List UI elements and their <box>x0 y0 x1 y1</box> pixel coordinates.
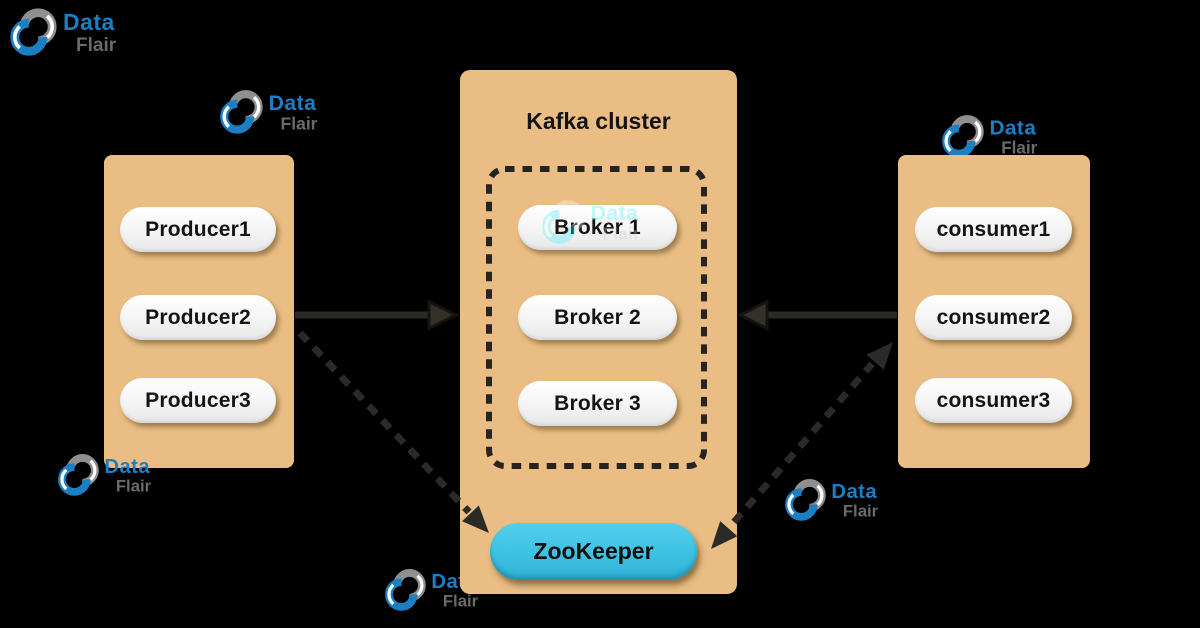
dataflair-logo-icon <box>220 90 263 134</box>
dataflair-logo-icon <box>10 8 57 56</box>
dataflair-logo: Data Flair <box>783 477 878 523</box>
producers-panel: Producer1 Producer2 Producer3 <box>104 155 294 468</box>
zookeeper-node: ZooKeeper <box>490 523 697 580</box>
broker-group-dashed-frame <box>486 166 707 469</box>
dataflair-logo-icon <box>58 454 99 496</box>
kafka-cluster-panel: Kafka cluster Broker 1 Broker 2 Broker 3… <box>460 70 737 594</box>
logo-text-data: Data <box>590 200 639 225</box>
consumer1-node: consumer1 <box>915 207 1072 252</box>
consumers-panel: consumer1 consumer2 consumer3 <box>898 155 1090 468</box>
logo-text-flair: Flair <box>115 477 152 496</box>
consumer3-node: consumer3 <box>915 378 1072 423</box>
dataflair-logo-icon <box>942 115 984 158</box>
dataflair-logo-icon <box>785 479 826 521</box>
producer-to-cluster-arrow <box>295 299 460 331</box>
logo-text-flair: Flair <box>1001 139 1038 158</box>
dataflair-watermark-logo: Data Flair <box>540 198 639 246</box>
producer3-node: Producer3 <box>120 378 276 423</box>
broker3-node: Broker 3 <box>518 381 677 426</box>
logo-text-flair: Flair <box>76 35 117 56</box>
logo-text-data: Data <box>63 9 115 35</box>
logo-text-flair: Flair <box>442 592 479 611</box>
cluster-title: Kafka cluster <box>526 108 671 134</box>
logo-text-flair: Flair <box>602 224 640 244</box>
consumer-to-cluster-arrow <box>736 299 897 331</box>
logo-text-data: Data <box>104 454 151 478</box>
logo-text-data: Data <box>989 115 1037 140</box>
producer2-node: Producer2 <box>120 295 276 340</box>
dataflair-logo: Data Flair <box>56 452 151 498</box>
consumer2-node: consumer2 <box>915 295 1072 340</box>
broker2-node: Broker 2 <box>518 295 677 340</box>
producer1-node: Producer1 <box>120 207 276 252</box>
dataflair-logo: Data Flair <box>8 6 116 58</box>
logo-text-data: Data <box>268 90 317 115</box>
logo-text-flair: Flair <box>280 114 318 134</box>
dataflair-logo: Data Flair <box>940 113 1037 160</box>
logo-text-flair: Flair <box>842 502 879 521</box>
dataflair-logo-icon <box>542 200 585 244</box>
dataflair-logo: Data Flair <box>218 88 317 136</box>
logo-text-data: Data <box>831 479 878 503</box>
dataflair-logo-icon <box>385 569 426 611</box>
